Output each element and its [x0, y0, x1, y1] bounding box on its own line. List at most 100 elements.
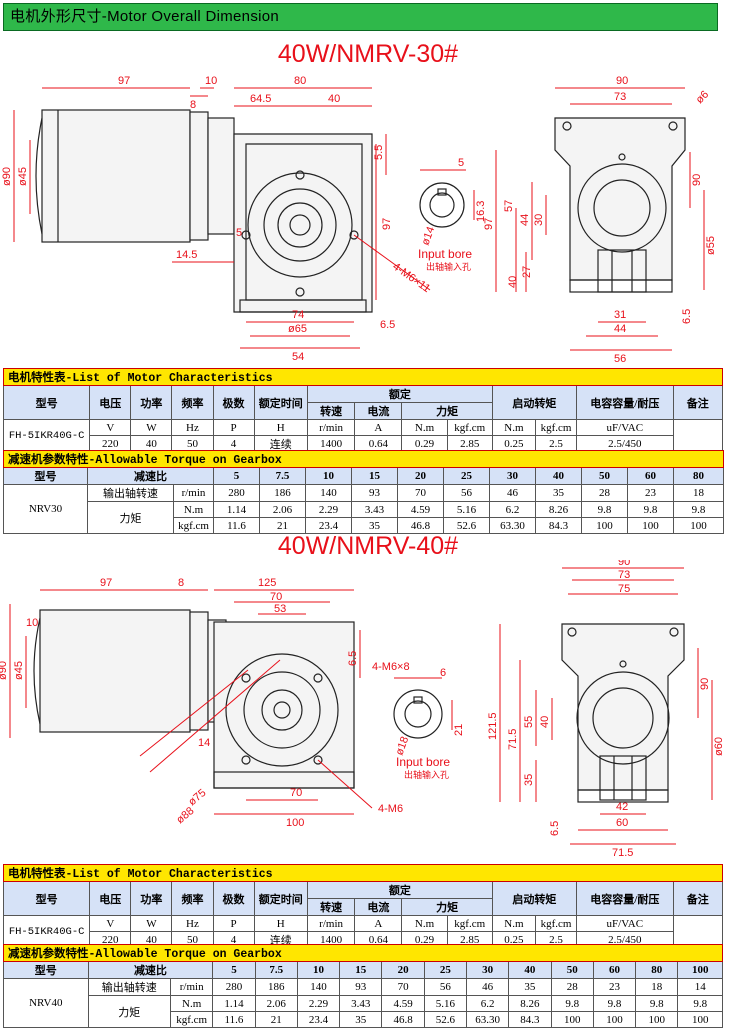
- motor-model-30: FH-5IKR40G-C: [2, 419, 91, 453]
- end-31-30: 31: [614, 309, 626, 321]
- unit-cell: V: [89, 419, 132, 436]
- end-55-40: 55: [523, 716, 535, 728]
- dim-8-40: 8: [178, 577, 184, 589]
- kgf-cell: 11.6: [213, 517, 260, 534]
- dim-53-40: 53: [274, 603, 286, 615]
- nm-cell: 3.43: [339, 995, 383, 1012]
- dim-d65-30: ø65: [288, 323, 307, 335]
- speed-cell: 140: [305, 484, 352, 502]
- kgf-cell: 100: [635, 1011, 679, 1028]
- th-start-torque: 启动转矩: [491, 385, 578, 420]
- motor-body-30: [35, 109, 235, 243]
- end-6-5-30: 6.5: [681, 309, 693, 324]
- kgf-cell: 100: [581, 517, 628, 534]
- end-60-40: 60: [616, 817, 628, 829]
- kgf-cell: 35: [351, 517, 398, 534]
- unit-cell: V: [89, 915, 132, 932]
- remarks-cell: [672, 419, 724, 453]
- end-6-5-40: 6.5: [549, 821, 561, 836]
- dim-8-30: 8: [190, 99, 196, 111]
- speed-label: 输出轴转速: [87, 484, 174, 502]
- th-poles: 极数: [212, 385, 255, 420]
- kgf-cell: 52.6: [423, 1011, 468, 1028]
- unit-cell: kgf.cm: [446, 915, 493, 932]
- end-42-40: 42: [616, 801, 628, 813]
- ratio-cell: 25: [423, 961, 468, 979]
- dim-70-40: 70: [270, 591, 282, 603]
- bore-key-40: 6: [440, 667, 446, 679]
- dim-10-40: 10: [26, 617, 38, 629]
- motor-table-title-30: 电机特性表-List of Motor Characteristics: [3, 368, 723, 386]
- ratio-cell: 60: [627, 467, 674, 485]
- unit-cell: uF/VAC: [576, 915, 674, 932]
- th-frequency: 频率: [171, 385, 214, 420]
- unit-cell: kgf.cm: [534, 419, 578, 436]
- speed-label: 输出轴转速: [87, 978, 172, 996]
- ratio-cell: 7.5: [259, 467, 306, 485]
- dim-70b-40: 70: [290, 787, 302, 799]
- th-model: 型号: [3, 467, 88, 485]
- speed-cell: 18: [672, 484, 725, 502]
- dim-54-30: 54: [292, 351, 304, 363]
- gear-model-40: NRV40: [3, 978, 89, 1028]
- dim-6-5-30: 6.5: [380, 319, 395, 331]
- ratio-cell: 15: [339, 961, 383, 979]
- th-power: 功率: [130, 881, 173, 916]
- dim-d90-30: ø90: [1, 167, 13, 186]
- nm-cell: 1.14: [212, 995, 256, 1012]
- ratio-cell: 20: [397, 467, 444, 485]
- title-nmrv40: 40W/NMRV-40#: [277, 532, 459, 560]
- end-90-30: 90: [616, 75, 628, 87]
- nm-cell: 9.8: [592, 995, 637, 1012]
- dim-40-30: 40: [328, 93, 340, 105]
- nm-cell: 2.06: [254, 995, 298, 1012]
- end-56-30: 56: [614, 353, 626, 365]
- input-bore-40: 6 ø18 21 Input bore 出轴输入孔: [393, 667, 465, 780]
- speed-cell: 35: [508, 978, 552, 996]
- end-27-30: 27: [521, 266, 533, 278]
- th-rated: 额定: [306, 385, 493, 403]
- ratio-cell: 10: [305, 467, 352, 485]
- unit-cell: r/min: [306, 915, 356, 932]
- th-frequency: 频率: [171, 881, 214, 916]
- gearbox-40: [213, 621, 355, 789]
- speed-cell: 280: [212, 978, 256, 996]
- kgf-cell: 46.8: [397, 517, 444, 534]
- th-capacitor: 电容容量/耐压: [576, 881, 674, 916]
- dim-97-40: 97: [100, 577, 112, 589]
- dim-125-40: 125: [258, 577, 276, 589]
- unit-cell: W: [130, 419, 173, 436]
- kgf-cell: 100: [672, 517, 725, 534]
- th-voltage: 电压: [89, 881, 132, 916]
- dim-5-5-30: 5.5: [373, 145, 385, 160]
- ratio-cell: 5: [213, 467, 260, 485]
- speed-cell: 14: [677, 978, 723, 996]
- speed-cell: 56: [423, 978, 468, 996]
- end-73-40: 73: [618, 569, 630, 581]
- bore-dia-30: ø14: [420, 225, 438, 247]
- dim-6-5-40: 6.5: [347, 651, 359, 666]
- speed-cell: 70: [381, 978, 425, 996]
- gear-table-40: 减速机参数特性-Allowable Torque on Gearbox 型号 减…: [3, 944, 723, 1028]
- end-44-30: 44: [519, 214, 531, 226]
- input-bore-30: 5 ø14 16.3 Input bore 出轴输入孔: [418, 157, 487, 272]
- bore-dia-40: ø18: [394, 735, 412, 757]
- speed-cell: 28: [550, 978, 594, 996]
- th-model: 型号: [2, 881, 91, 916]
- bore-label-40: Input bore: [396, 755, 450, 769]
- dim-5-30: 5: [236, 227, 242, 239]
- end-d6-30: ø6: [694, 89, 712, 107]
- unit-cell: A: [354, 915, 403, 932]
- end-40-40: 40: [539, 716, 551, 728]
- kgf-unit: kgf.cm: [173, 517, 214, 534]
- speed-cell: 18: [635, 978, 679, 996]
- speed-cell: 280: [213, 484, 260, 502]
- nm-cell: 5.16: [423, 995, 468, 1012]
- nm-cell: 6.2: [465, 995, 510, 1012]
- bore-label-30: Input bore: [418, 247, 472, 261]
- ratio-cell: 50: [550, 961, 594, 979]
- ratio-cell: 40: [535, 467, 582, 485]
- title-nmrv30: 40W/NMRV-30#: [277, 40, 459, 68]
- kgf-cell: 21: [254, 1011, 298, 1028]
- nm-cell: 9.8: [672, 501, 725, 518]
